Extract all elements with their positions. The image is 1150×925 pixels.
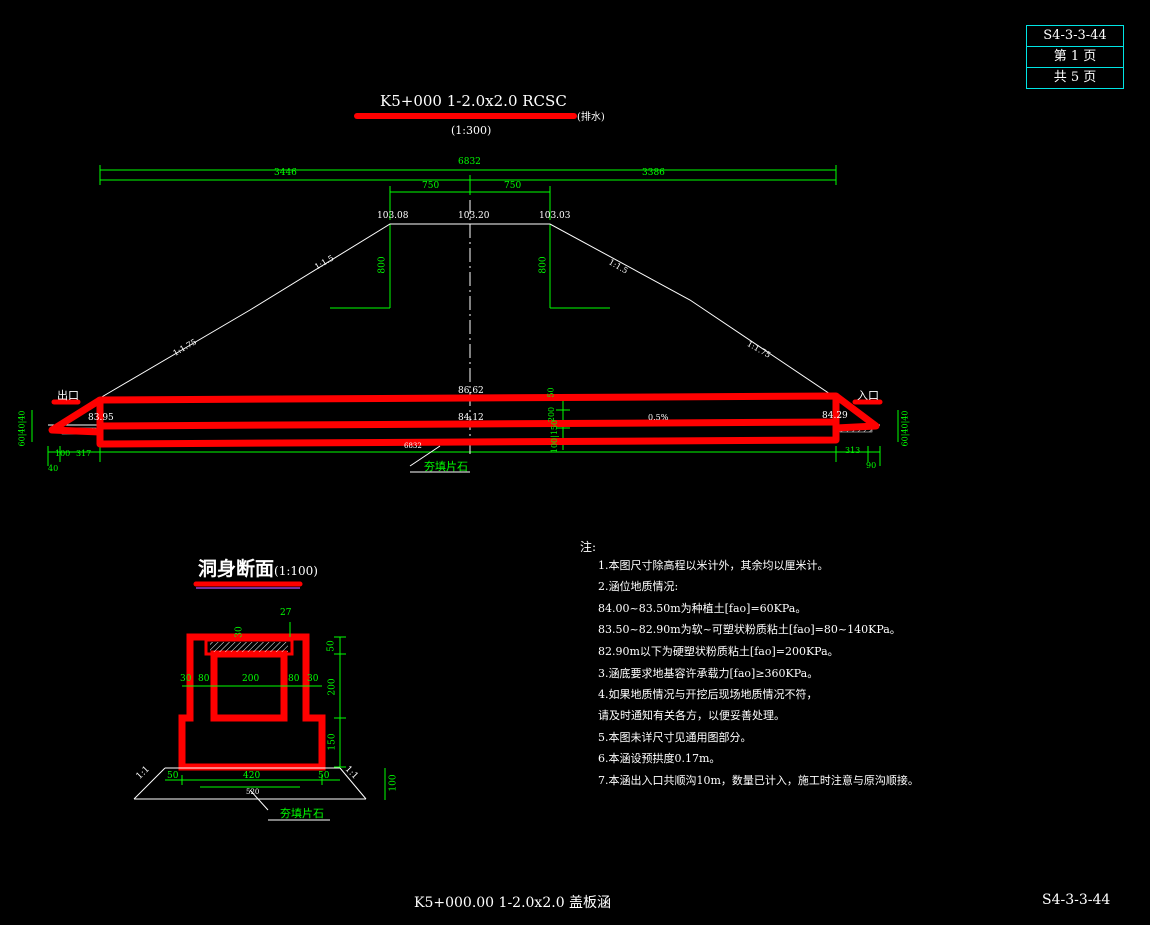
sheet-total: 共 5 页 bbox=[1053, 70, 1097, 85]
note-line-3: 84.00~83.50m为种植土[fao]=60KPa。 bbox=[598, 602, 807, 615]
section-dimensions bbox=[165, 622, 386, 800]
dim-left-40: 40 bbox=[48, 464, 59, 473]
note-line-7: 4.如果地质情况与开挖后现场地质情况不符， bbox=[598, 688, 818, 701]
dim-left: 3446 bbox=[274, 168, 297, 178]
dim-left-317: 317 bbox=[76, 449, 92, 458]
section-backfill-label: 夯填片石 bbox=[280, 807, 324, 820]
section-dim-80-left: 80 bbox=[198, 674, 210, 684]
culvert-profile bbox=[48, 392, 880, 448]
note-line-6: 3.涵底要求地基容许承载力[fao]≥360KPa。 bbox=[598, 667, 819, 680]
section-dim-420: 420 bbox=[243, 771, 261, 781]
section-dim-30-left: 30 bbox=[180, 674, 192, 684]
note-line-8: 请及时通知有关各方，以便妥善处理。 bbox=[598, 709, 785, 722]
profile-title-suffix: (排水) bbox=[577, 112, 605, 123]
elev-left-end: 83.95 bbox=[88, 413, 114, 423]
dim-total: 6832 bbox=[458, 157, 481, 167]
section-dim-50-right: 50 bbox=[318, 771, 330, 781]
elev-left-top: 103.08 bbox=[377, 211, 409, 221]
note-line-11: 7.本涵出入口共顺沟10m，数量已计入，施工时注意与原沟顺接。 bbox=[598, 774, 919, 787]
cover-slab-hatch bbox=[210, 642, 288, 652]
sheet-info-box: S4-3-3-44 第 1 页 共 5 页 bbox=[1026, 25, 1124, 89]
height-right: 800 bbox=[538, 256, 549, 274]
note-line-2: 2.涵位地质情况: bbox=[598, 580, 679, 593]
note-line-1: 1.本图尺寸除高程以米计外，其余均以厘米计。 bbox=[598, 559, 829, 572]
footer-title: K5+000.00 1-2.0x2.0 盖板涵 bbox=[414, 895, 612, 911]
elev-culvert-bottom: 84.12 bbox=[458, 413, 484, 423]
section-dim-80-right: 80 bbox=[288, 674, 300, 684]
section-dim-50-left: 50 bbox=[167, 771, 179, 781]
section-dim-v50: 50 bbox=[326, 640, 337, 652]
note-line-5: 82.90m以下为硬塑状粉质粘土[fao]=200KPa。 bbox=[598, 645, 839, 658]
dim-50: 50 bbox=[546, 387, 556, 398]
elev-culvert-top: 86.62 bbox=[458, 386, 484, 396]
section-dim-bottom: 520 bbox=[246, 788, 260, 796]
elev-right-top: 103.03 bbox=[539, 211, 571, 221]
dim-mid-left: 750 bbox=[422, 181, 440, 191]
dim-mid-right: 750 bbox=[504, 181, 522, 191]
elev-right-end: 84.29 bbox=[822, 411, 848, 421]
section-dim-v150: 150 bbox=[327, 733, 338, 751]
sheet-page: 第 1 页 bbox=[1027, 47, 1123, 68]
section-title-text: 洞身断面 bbox=[198, 558, 275, 580]
culvert-section bbox=[178, 633, 326, 771]
dim-right-313: 313 bbox=[845, 446, 861, 455]
footer-code: S4-3-3-44 bbox=[1042, 892, 1111, 908]
dim-left-vert: 60|40|40 bbox=[17, 410, 27, 447]
section-title: 洞身断面(1:100) bbox=[198, 554, 318, 581]
dim-bottom-center: 6832 bbox=[404, 442, 422, 450]
dim-right-90: 90 bbox=[866, 461, 877, 470]
profile-backfill-label: 夯填片石 bbox=[424, 460, 468, 473]
section-dim-200: 200 bbox=[242, 674, 260, 684]
notes-heading: 注: bbox=[580, 540, 597, 554]
profile-scale: (1:300) bbox=[451, 124, 492, 137]
inlet-label: 入口 bbox=[857, 389, 879, 402]
note-line-4: 83.50~82.90m为软~可塑状粉质粘土[fao]=80~140KPa。 bbox=[598, 623, 901, 636]
sheet-code: S4-3-3-44 bbox=[1027, 26, 1123, 47]
dim-right: 3386 bbox=[642, 168, 665, 178]
dim-right-vert: 60|40|40 bbox=[900, 410, 910, 447]
section-dim-30-right: 30 bbox=[307, 674, 319, 684]
note-line-10: 6.本涵设预拱度0.17m。 bbox=[598, 752, 721, 765]
height-left: 800 bbox=[377, 256, 388, 274]
slope-percent: 0.5% bbox=[648, 413, 669, 422]
section-dim-v200: 200 bbox=[327, 678, 338, 696]
profile-backfill-leader bbox=[409, 445, 441, 467]
section-scale: (1:100) bbox=[274, 564, 318, 578]
section-dim-v100: 100 bbox=[388, 774, 399, 792]
profile-title: K5+000 1-2.0x2.0 RCSC bbox=[380, 92, 567, 110]
elev-center-top: 103.20 bbox=[458, 211, 490, 221]
dim-left-100: 100 bbox=[55, 449, 71, 458]
outlet-label: 出口 bbox=[57, 389, 79, 402]
section-ground bbox=[133, 767, 367, 821]
note-line-9: 5.本图未详尺寸见通用图部分。 bbox=[598, 731, 752, 744]
section-dim-30-top: 30 bbox=[234, 626, 245, 638]
section-dim-27: 27 bbox=[280, 608, 292, 618]
dim-100-150: 100|150 bbox=[550, 419, 560, 454]
